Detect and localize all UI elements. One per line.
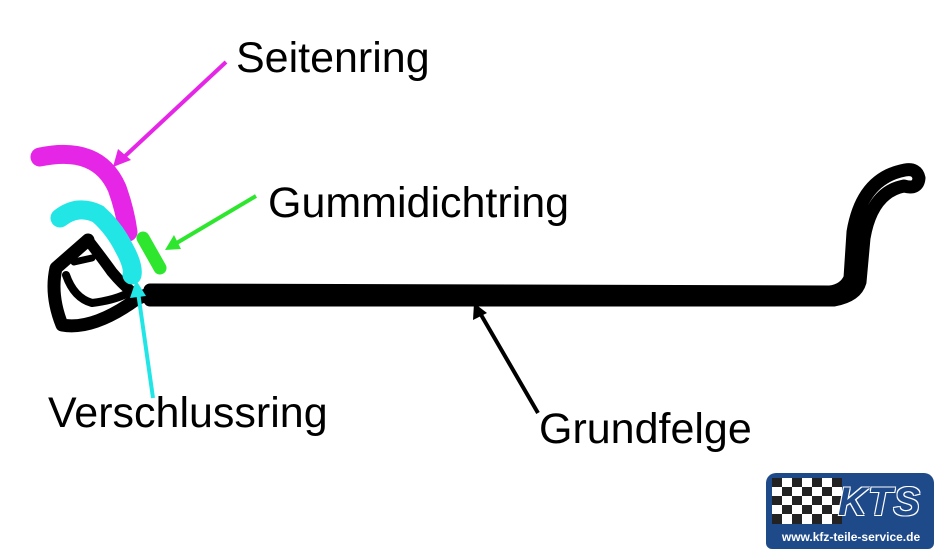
seitenring-shape xyxy=(30,144,138,242)
logo-url[interactable]: www.kfz-teile-service.de xyxy=(781,530,921,544)
gummidichtring-arrow xyxy=(165,194,258,250)
grundfelge-arrow xyxy=(473,303,540,415)
logo-name: KTS xyxy=(838,480,921,524)
label-seitenring: Seitenring xyxy=(236,34,430,82)
label-grundfelge: Grundfelge xyxy=(539,405,752,453)
seitenring-arrow xyxy=(113,60,228,167)
kts-logo-graphic xyxy=(766,473,934,549)
gummidichtring-shape xyxy=(136,231,167,275)
label-verschlussring: Verschlussring xyxy=(48,389,328,437)
verschlussring-shape xyxy=(50,200,142,285)
verschlussring-arrow xyxy=(130,280,155,399)
label-gummidichtring: Gummidichtring xyxy=(268,179,570,227)
